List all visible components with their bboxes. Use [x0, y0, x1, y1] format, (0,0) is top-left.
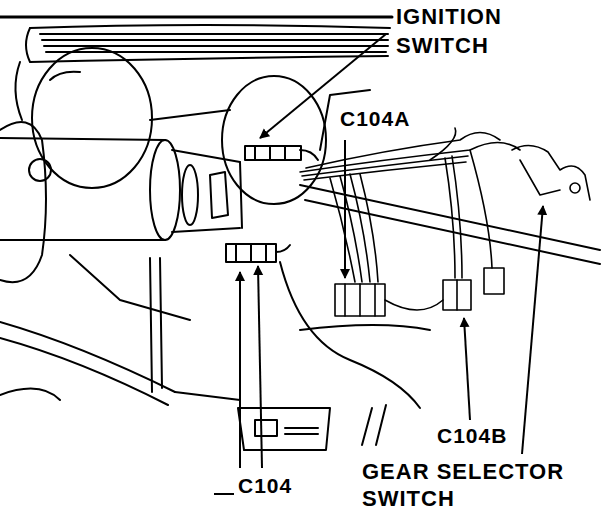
drawing-part	[236, 244, 266, 262]
drawing-part	[0, 122, 46, 282]
drawing-part	[226, 244, 276, 262]
drawing-part	[240, 162, 242, 228]
drawing-part	[520, 160, 560, 195]
drawing-part	[360, 174, 378, 282]
drawing-part	[0, 138, 165, 140]
drawing-part	[258, 266, 262, 468]
drawing-part	[150, 140, 180, 240]
part-label: C104B	[437, 423, 547, 449]
drawing-part	[570, 183, 580, 193]
drawing-part	[302, 156, 468, 176]
drawing-part	[172, 150, 240, 162]
drawing-part	[70, 255, 190, 320]
wire-harness	[300, 128, 600, 316]
drawing-part	[245, 146, 301, 160]
drawing-part	[239, 272, 241, 468]
drawing-part	[445, 158, 455, 278]
drawing-part	[0, 16, 392, 19]
drawing-part	[304, 162, 466, 180]
drawing-part	[0, 239, 165, 241]
drawing-part	[362, 405, 386, 445]
drawing-part	[210, 172, 228, 218]
drawing-part	[344, 140, 346, 278]
drawing-part	[160, 258, 162, 388]
drawing-part	[464, 318, 470, 420]
drawing-part	[280, 262, 420, 408]
drawing-part	[385, 300, 443, 310]
drawing-part	[350, 174, 370, 282]
drawing-part	[0, 338, 168, 405]
part-label: C104A	[340, 106, 450, 132]
drawing-part	[50, 72, 80, 80]
drawing-part	[40, 33, 388, 35]
drawing-part	[29, 159, 51, 181]
drawing-part	[30, 25, 390, 28]
drawing-part	[0, 322, 175, 392]
drawing-part	[150, 258, 152, 392]
drawing-part	[15, 62, 22, 120]
drawing-part	[452, 156, 462, 278]
drawing-part	[522, 206, 543, 454]
drawing-part	[255, 146, 285, 160]
drawing-part	[150, 110, 230, 120]
drawing-part	[345, 284, 375, 316]
drawing-part	[44, 45, 388, 47]
drawing-part	[456, 280, 458, 310]
drawing-part	[238, 408, 330, 450]
drawing-part	[42, 39, 388, 41]
lower-dash	[0, 255, 430, 450]
drawing-part	[172, 228, 240, 232]
drawing-part	[214, 493, 234, 495]
drawing-part	[0, 389, 60, 400]
drawing-part	[182, 165, 198, 225]
part-label: GEAR SELECTOR SWITCH	[362, 458, 592, 512]
part-label: C104	[238, 473, 328, 499]
drawing-part	[255, 420, 277, 436]
part-label: IGNITION SWITCH	[396, 2, 536, 60]
drawing-part	[484, 268, 504, 294]
drawing-part	[300, 325, 430, 330]
drawing-part	[46, 51, 386, 53]
drawing-part	[285, 428, 318, 434]
drawing-part	[300, 150, 318, 160]
drawing-part	[470, 150, 492, 268]
drawing-part	[276, 245, 290, 252]
steering-column	[0, 122, 318, 282]
drawing-part	[340, 176, 362, 282]
drawing-part	[430, 128, 456, 160]
drawing-part	[512, 145, 590, 200]
drawing-part	[175, 392, 240, 400]
drawing-part	[443, 280, 471, 310]
drawing-part	[26, 28, 388, 62]
drawing-part	[330, 178, 355, 282]
drawing-part	[335, 284, 385, 316]
